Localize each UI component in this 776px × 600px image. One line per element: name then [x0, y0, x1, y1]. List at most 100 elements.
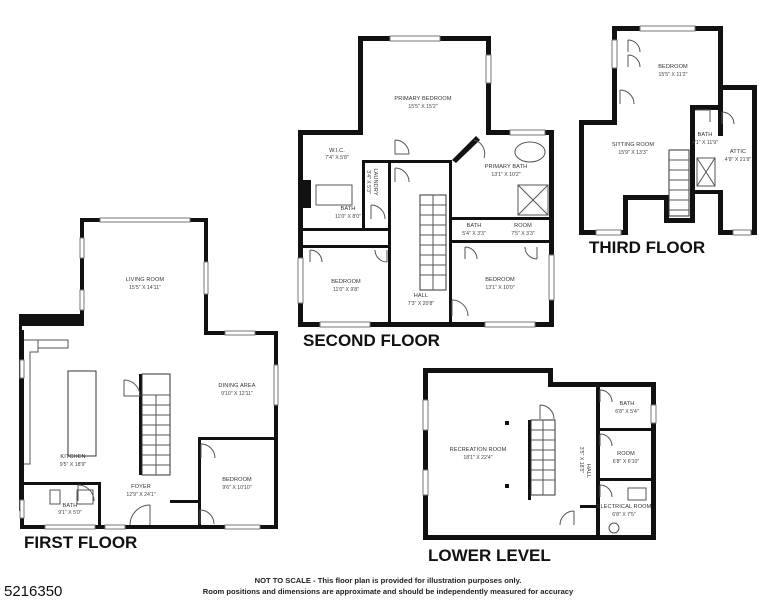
second-floor-title: SECOND FLOOR	[303, 331, 440, 350]
hall-ll-label: HALL	[585, 464, 591, 478]
second-pb-east-wall	[486, 36, 491, 134]
bedroom-2-label: BEDROOM	[331, 279, 361, 285]
third-south-wall-3	[664, 218, 694, 223]
lower-west-wall	[423, 368, 428, 540]
third-bed-west-wall	[612, 26, 617, 124]
bedroom-4-dim: 15'5" X 11'2"	[659, 72, 688, 78]
recreation-room-dim: 18'1" X 22'4"	[463, 455, 492, 461]
room-ll-dim: 6'8" X 6'10"	[613, 459, 640, 465]
footer-disclaimer-line-2: Room positions and dimensions are approx…	[202, 587, 574, 596]
first-floor-plan: LIVING ROOM 15'5" X 14'11" DINING AREA 9…	[19, 217, 279, 552]
bath-1-label: BATH	[63, 503, 78, 509]
second-bath3-north-wall	[449, 217, 549, 220]
first-closet-wall	[170, 500, 198, 503]
listing-id: 5216350	[4, 583, 63, 600]
dining-area-label: DINING AREA	[218, 383, 255, 389]
first-stair-wall	[139, 374, 142, 475]
third-bath-south-wall	[694, 190, 722, 194]
second-pb-west-wall	[358, 36, 363, 134]
second-hall-west-wall	[388, 160, 391, 325]
bath-3-label: BATH	[467, 223, 482, 229]
first-south-wall	[20, 525, 278, 529]
third-south-step-1	[623, 195, 628, 235]
bedroom-3-dim: 13'1" X 10'0"	[485, 285, 514, 291]
kitchen-counter	[24, 339, 39, 465]
lower-east-wall	[651, 382, 656, 540]
primary-bedroom-label: PRIMARY BEDROOM	[394, 96, 451, 102]
recreation-room-label: RECREATION ROOM	[450, 447, 507, 453]
third-bath-west-wall	[690, 105, 695, 223]
third-sitting-north-wall	[579, 120, 617, 125]
second-laundry-wall	[362, 160, 365, 230]
third-bed-south-wall	[690, 105, 722, 110]
bath-1-dim: 9'1" X 5'0"	[58, 510, 82, 516]
third-south-wall-2	[623, 195, 668, 200]
second-bath-south-wall	[303, 228, 391, 231]
second-bed3-north-wall	[449, 240, 549, 243]
second-floor-plan: PRIMARY BEDROOM 15'5" X 15'2" W.I.C. 7'4…	[297, 35, 555, 350]
attic-label: ATTIC	[730, 149, 746, 155]
third-attic-north-wall	[718, 85, 756, 90]
first-kitchen-north-wall	[20, 322, 84, 326]
lower-bath-south-wall	[596, 428, 654, 431]
bedroom-1-dim: 9'6" X 10'10"	[222, 485, 251, 491]
first-bedroom-north-wall	[198, 437, 278, 440]
second-interior-wall-1	[362, 160, 452, 163]
lower-room-south-wall	[596, 478, 654, 481]
sitting-room-dim: 15'9" X 13'3"	[618, 150, 647, 156]
footer-disclaimer-line-1: NOT TO SCALE - This floor plan is provid…	[254, 576, 522, 585]
foyer-label: FOYER	[131, 484, 151, 490]
third-bed-east-wall	[718, 26, 723, 136]
second-bed-north-wall	[303, 245, 391, 248]
lower-stair-wall	[528, 420, 531, 500]
wic-label: W.I.C.	[329, 148, 345, 154]
kitchen-dim: 9'5" X 18'9"	[60, 462, 87, 468]
laundry-label: LAUNDRY	[372, 168, 378, 195]
first-bedroom-west-wall	[198, 437, 201, 529]
room-2-dim: 7'5" X 3'3"	[511, 231, 535, 237]
attic-dim: 4'9" X 21'9"	[725, 157, 752, 163]
living-room-label: LIVING ROOM	[126, 277, 165, 283]
lower-level-title: LOWER LEVEL	[428, 546, 551, 565]
electrical-room-label: ELECTRICAL ROOM	[597, 504, 652, 510]
hall-2-label: HALL	[414, 293, 428, 299]
second-wic-north-wall	[298, 130, 363, 135]
first-floor-title: FIRST FLOOR	[24, 533, 137, 552]
first-west-wall	[20, 330, 24, 527]
lower-north-wall-1	[423, 368, 553, 373]
living-room-dim: 15'5" X 14'11"	[129, 285, 161, 291]
lower-north-step	[548, 368, 553, 386]
bath-3-dim: 5'4" X 3'3"	[462, 231, 486, 237]
laundry-dim: 3'4" X 5'3"	[365, 170, 371, 194]
primary-bath-dim: 13'1" X 10'2"	[491, 172, 520, 178]
bath-4-label: BATH	[698, 132, 713, 138]
lower-hall-east-wall	[596, 382, 600, 537]
lower-north-wall-2	[548, 382, 656, 387]
first-floor-stairs	[141, 373, 171, 476]
bath-2-dim: 11'0" X 8'0"	[335, 214, 361, 220]
second-south-wall	[298, 322, 554, 327]
lower-hall-wall	[580, 505, 598, 508]
third-attic-west-wall	[718, 190, 723, 235]
bath-2-label: BATH	[341, 206, 356, 212]
second-east-wall	[549, 130, 554, 327]
third-south-step-2	[664, 195, 669, 222]
bath-5-label: BATH	[620, 401, 635, 407]
third-floor-plan: BEDROOM 15'5" X 11'2" SITTING ROOM 15'9"…	[579, 25, 757, 257]
room-2-label: ROOM	[514, 223, 532, 229]
foyer-dim: 12'9" X 24'1"	[126, 492, 155, 498]
third-west-wall	[579, 120, 584, 235]
kitchen-island	[67, 370, 97, 457]
bath-5-dim: 6'8" X 5'4"	[615, 409, 639, 415]
bedroom-3-label: BEDROOM	[485, 277, 515, 283]
kitchen-label: KITCHEN	[60, 454, 85, 460]
room-ll-label: ROOM	[617, 451, 635, 457]
hall-2-dim: 7'3" X 20'8"	[408, 301, 435, 307]
electrical-room-dim: 6'8" X 7'5"	[612, 512, 636, 518]
first-bath-east-wall	[98, 482, 101, 529]
bedroom-4-label: BEDROOM	[658, 64, 688, 70]
hall-ll-dim: 3'5" X 18'5"	[578, 447, 584, 474]
second-west-wall	[298, 130, 303, 327]
lower-level-plan: RECREATION ROOM 18'1" X 22'4" BATH 6'8" …	[422, 368, 657, 565]
